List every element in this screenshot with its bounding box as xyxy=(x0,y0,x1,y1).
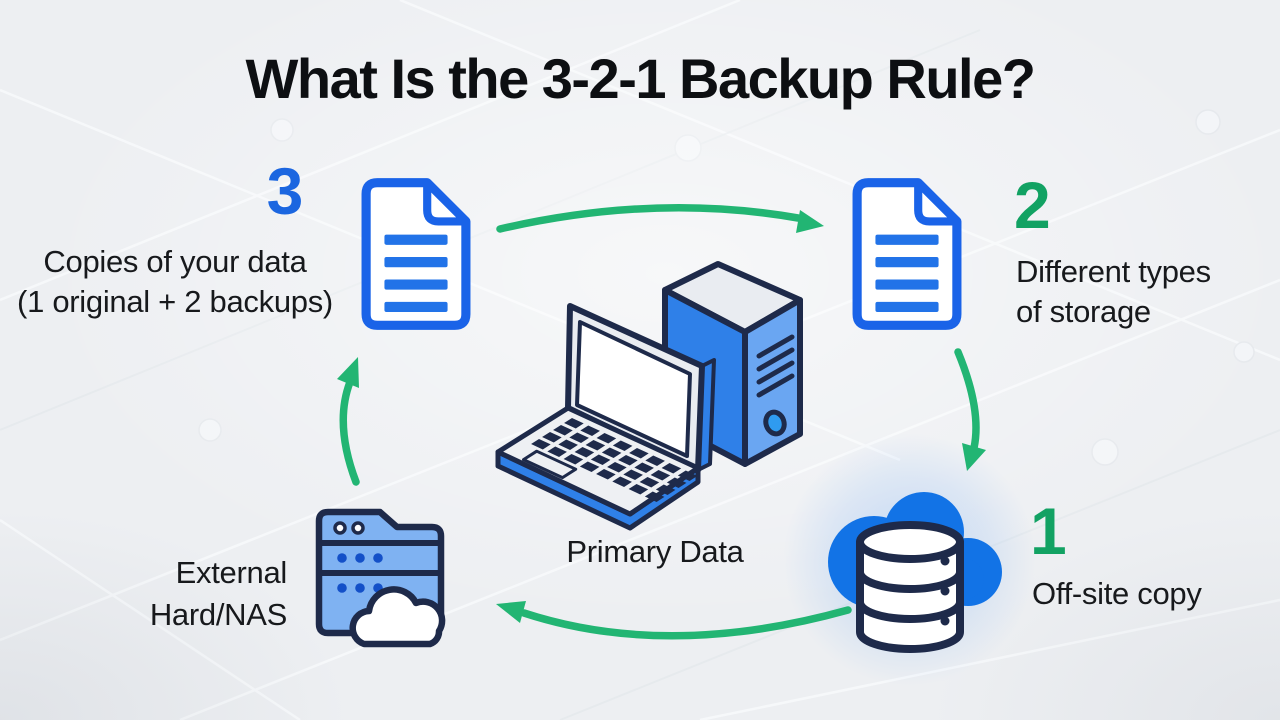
copies-label: Copies of your data (1 original + 2 back… xyxy=(0,242,350,322)
nas-indicator-lights xyxy=(333,521,365,535)
page-title: What Is the 3-2-1 Backup Rule? xyxy=(245,47,1036,110)
database-shape xyxy=(856,521,964,653)
external-label-line2: Hard/NAS xyxy=(149,597,287,632)
offsite-label: Off-site copy xyxy=(1032,576,1202,611)
primary-data-label: Primary Data xyxy=(566,534,744,569)
external-label-line1: External xyxy=(175,555,288,590)
touchpad xyxy=(522,449,578,480)
tower-vents-icon xyxy=(756,334,795,398)
cloud-outline-icon xyxy=(349,586,446,648)
laptop-screen xyxy=(575,320,692,458)
power-button-icon xyxy=(763,409,787,437)
storage-label-line2: of storage xyxy=(1016,294,1151,329)
count-one: 1 xyxy=(1030,494,1067,568)
document-icon xyxy=(361,178,471,330)
count-two: 2 xyxy=(1014,168,1051,242)
count-three: 3 xyxy=(266,154,304,228)
copies-label-line1: Copies of your data xyxy=(43,244,307,279)
cloud-database-icon xyxy=(828,492,1002,653)
nas-cloud-icon xyxy=(315,508,446,648)
copies-label-line2: (1 original + 2 backups) xyxy=(17,284,333,319)
storage-label: Different types of storage xyxy=(1016,252,1211,332)
document-icon xyxy=(852,178,962,330)
laptop-and-tower-icon xyxy=(495,261,803,531)
keyboard-keys xyxy=(531,418,698,502)
storage-label-line1: Different types xyxy=(1016,254,1211,289)
external-label: External Hard/NAS xyxy=(45,552,287,636)
